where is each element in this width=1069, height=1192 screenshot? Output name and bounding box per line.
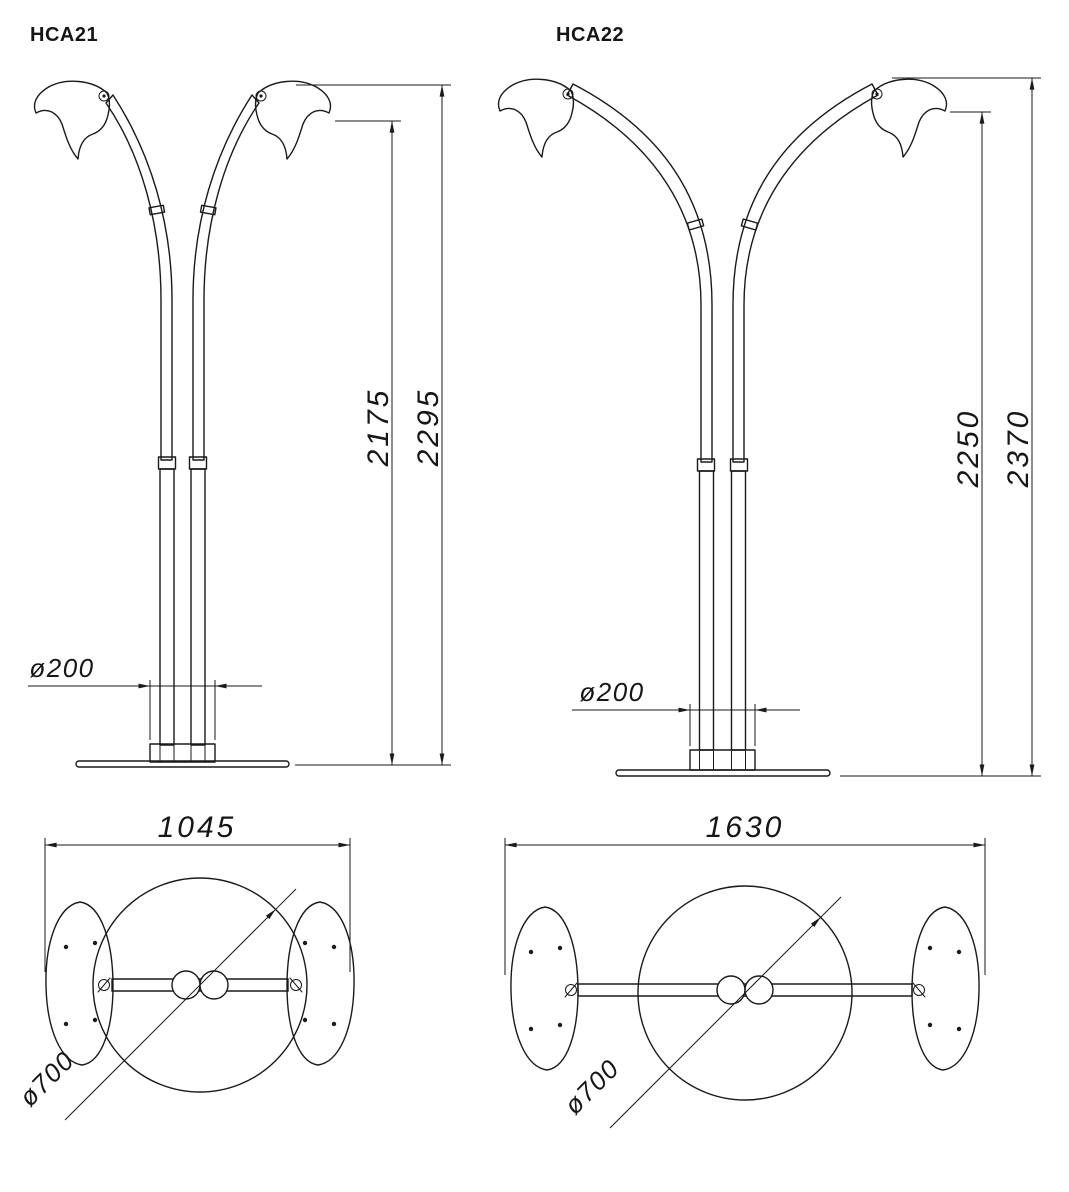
- hca21-elevation: [33, 80, 332, 768]
- hca22-base-diameter-dimension: ø200: [572, 677, 800, 746]
- hca22-left-arm-joint: [686, 218, 705, 231]
- hca21-left-luminaire-head: [33, 80, 111, 160]
- hca21-base-diameter-dimension: ø200: [28, 653, 262, 740]
- dim-leader-dish: [64, 908, 277, 1121]
- hca22-left-luminaire-head: [497, 78, 575, 158]
- hca21-plan-width-text: 1045: [158, 811, 237, 844]
- hca22-view: HCA22 2250 2370: [497, 24, 1041, 1129]
- dim-leader-dish-tail: [275, 888, 297, 910]
- hca22-right-arm-joint: [740, 218, 759, 231]
- hca22-base-plate: [615, 769, 831, 777]
- hca21-right-pole: [190, 468, 206, 746]
- hca22-left-connector-pin: [564, 982, 578, 998]
- hca22-left-connector: [565, 984, 577, 996]
- hca21-left-paddle: [45, 901, 114, 1066]
- hca22-left-paddle: [510, 906, 579, 1071]
- hca22-right-luminaire-head: [870, 78, 948, 158]
- hca22-elevation: [497, 78, 948, 777]
- hca21-model-label: HCA21: [30, 24, 98, 46]
- hca21-view: HCA21 2175 2295: [13, 24, 451, 1121]
- hca22-right-pole: [730, 470, 747, 751]
- hca21-height-inner-text: 2175: [362, 388, 395, 468]
- hca21-height-total-text: 2295: [412, 388, 445, 468]
- hca22-right-paddle: [911, 906, 980, 1071]
- hca22-right-arm: [732, 83, 879, 463]
- hca22-dish-diameter-text: ø700: [558, 1053, 625, 1120]
- hca22-base-diameter-text: ø200: [579, 677, 644, 707]
- hca22-height-total-text: 2370: [1002, 409, 1035, 489]
- hca22-model-label: HCA22: [556, 24, 624, 46]
- hca21-left-pole: [159, 468, 175, 746]
- hca21-right-luminaire-head: [254, 80, 332, 160]
- hca21-hub-circle: [199, 970, 229, 1000]
- hca22-hub-circle: [716, 975, 746, 1005]
- hca21-right-arm-joint: [199, 204, 217, 216]
- hca22-height-dimensions: 2250 2370: [840, 77, 1041, 777]
- hca22-plan-width-text: 1630: [706, 811, 785, 844]
- hca22-plan: 1630 ø700: [504, 811, 986, 1129]
- hca21-left-connector: [98, 979, 110, 991]
- hca21-hub-circle: [171, 970, 201, 1000]
- hca22-right-connector-pin: [912, 982, 926, 998]
- hca21-base-cylinder: [149, 743, 216, 763]
- hca21-right-arm: [192, 94, 260, 461]
- hca21-plan: 1045 ø700: [13, 811, 355, 1121]
- hca22-height-inner-text: 2250: [952, 409, 985, 489]
- hca22-hub-circle: [744, 975, 774, 1005]
- hca22-right-connector: [913, 984, 925, 996]
- hca21-right-connector: [290, 979, 302, 991]
- hca21-dish-diameter-text: ø700: [13, 1045, 80, 1112]
- hca22-left-pole: [698, 470, 715, 751]
- hca21-left-arm: [105, 94, 173, 461]
- dim-leader-dish: [609, 916, 822, 1129]
- dim-leader-dish-tail: [820, 896, 842, 918]
- hca22-dish-circle: [637, 885, 853, 1101]
- hca21-base-plate: [75, 760, 290, 768]
- hca21-dish-circle: [92, 877, 308, 1093]
- hca21-left-arm-joint: [148, 204, 166, 216]
- hca21-left-connector-pin: [97, 977, 111, 993]
- hca21-right-paddle: [286, 901, 355, 1066]
- hca22-left-arm: [566, 83, 713, 463]
- hca21-right-connector-pin: [289, 977, 303, 993]
- hca21-height-dimensions: 2175 2295: [295, 84, 451, 766]
- hca21-base-diameter-text: ø200: [29, 653, 94, 683]
